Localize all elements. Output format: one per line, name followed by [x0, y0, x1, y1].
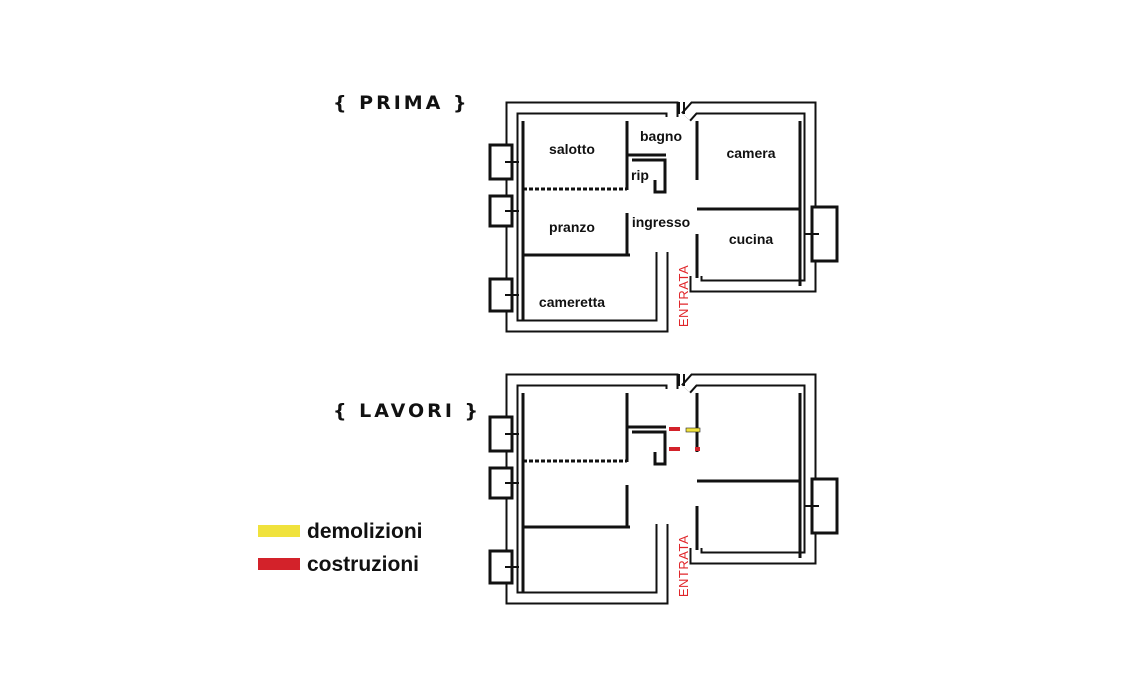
- entrance-label-bottom: ENTRATA: [676, 535, 691, 597]
- window-mark: [505, 207, 519, 215]
- legend-label-demolitions: demolizioni: [307, 520, 423, 543]
- room-label-ingresso: ingresso: [632, 214, 690, 230]
- exterior-wall: [681, 101, 817, 293]
- window-mark: [805, 502, 819, 510]
- exterior-wall: [505, 373, 679, 605]
- room-label-bagno: bagno: [640, 128, 682, 144]
- window-mark: [505, 430, 519, 438]
- exterior-wall: [681, 373, 817, 565]
- construction-mark: [669, 447, 680, 451]
- room-label-rip: rip: [631, 167, 649, 183]
- room-label-salotto: salotto: [549, 141, 595, 157]
- door-mark: [678, 374, 685, 386]
- window-mark: [805, 230, 819, 238]
- exterior-wall: [507, 375, 677, 603]
- construction-mark: [669, 427, 680, 431]
- door-mark: [678, 102, 685, 114]
- window-mark: [505, 158, 519, 166]
- window-mark: [505, 563, 519, 571]
- exterior-wall: [682, 103, 815, 291]
- room-label-cameretta: cameretta: [539, 294, 605, 310]
- legend-swatch-constructions: [258, 558, 300, 570]
- exterior-wall: [682, 375, 815, 563]
- construction-mark: [695, 447, 700, 451]
- legend-label-constructions: costruzioni: [307, 553, 419, 576]
- plan-works: [488, 373, 839, 605]
- room-label-pranzo: pranzo: [549, 219, 595, 235]
- window-mark: [505, 291, 519, 299]
- legend-swatch-demolitions: [258, 525, 300, 537]
- room-label-camera: camera: [726, 145, 775, 161]
- interior-wall: [632, 158, 667, 194]
- heading-lavori: { LAVORI }: [333, 400, 481, 422]
- plan-before: [488, 101, 839, 333]
- interior-wall: [632, 430, 667, 466]
- heading-prima: { PRIMA }: [333, 92, 470, 114]
- window-mark: [505, 479, 519, 487]
- entrance-label-top: ENTRATA: [676, 265, 691, 327]
- room-label-cucina: cucina: [729, 231, 774, 247]
- demolition-mark: [685, 427, 701, 433]
